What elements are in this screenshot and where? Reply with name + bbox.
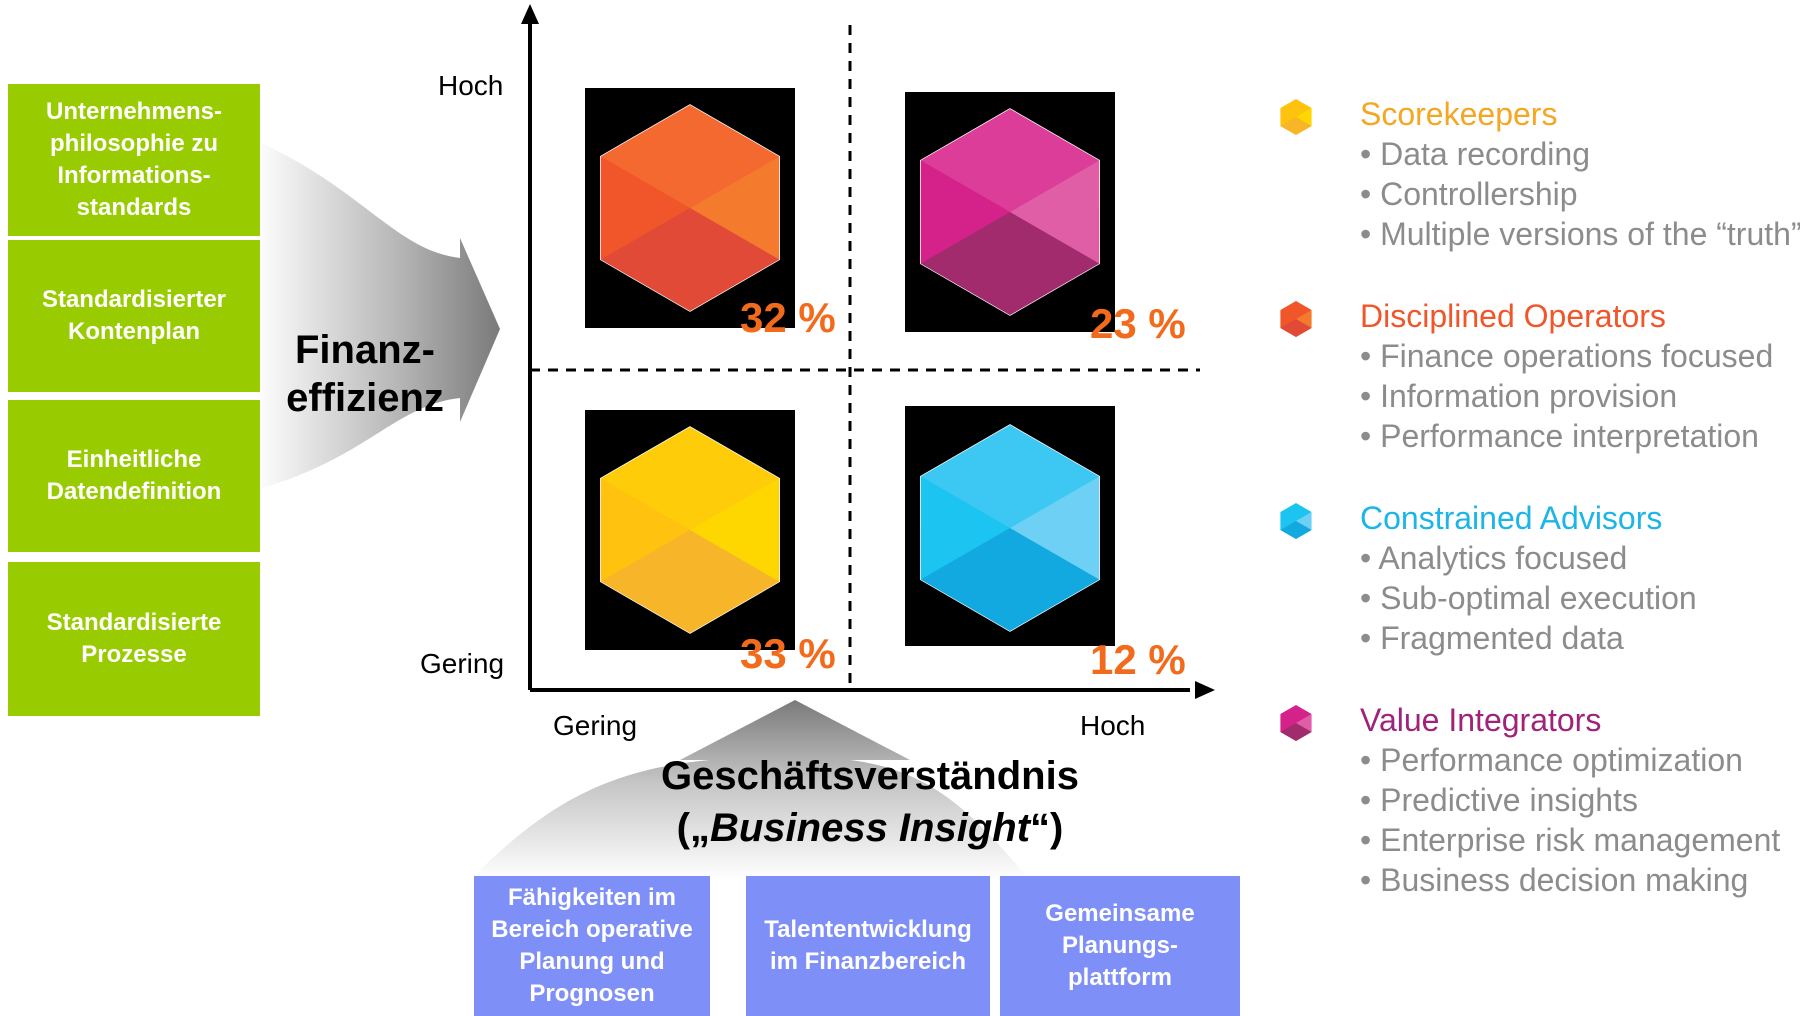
business-insight-line2: („Business Insight“)	[560, 802, 1180, 854]
legend-bullet: • Data recording	[1360, 136, 1590, 172]
yellow-cube-icon	[1279, 98, 1313, 136]
finanzeffizienz-label: Finanz- effizienz	[286, 328, 444, 420]
y-axis-low-label: Gering	[420, 648, 505, 679]
legend-title-disciplined-operators: Disciplined Operators	[1360, 298, 1666, 334]
legend-bullet: • Enterprise risk management	[1360, 822, 1781, 858]
legend-bullet: • Performance optimization	[1360, 742, 1743, 778]
cube-bottom-face	[1280, 723, 1312, 741]
orange-cube	[600, 104, 780, 312]
cube-top-face	[1280, 99, 1312, 117]
cube-bottom-face	[920, 212, 1100, 315]
quadrant-bottom-right	[905, 406, 1115, 646]
legend-bullet: • Fragmented data	[1360, 620, 1624, 656]
cube-top-face	[1280, 301, 1312, 319]
cube-bottom-face	[1280, 319, 1312, 337]
business-insight-prefix: („	[676, 806, 710, 850]
legend-title-constrained-advisors: Constrained Advisors	[1360, 500, 1663, 536]
cube-bottom-face	[1280, 521, 1312, 539]
legend-bullet: • Analytics focused	[1360, 540, 1628, 576]
left-box-informationsstandards: Unternehmens- philosophie zu Information…	[8, 84, 260, 236]
bottom-box-planung: Fähigkeiten im Bereich operative Planung…	[474, 876, 710, 1016]
percent-bottom-right: 12 %	[1090, 636, 1186, 683]
legend-bullet: • Controllership	[1360, 176, 1578, 212]
quadrant-top-right	[905, 92, 1115, 332]
cube-top-face	[1280, 503, 1312, 521]
legend-bullet: • Performance interpretation	[1360, 418, 1759, 454]
percent-top-right: 23 %	[1090, 300, 1186, 347]
legend-bullet: • Finance operations focused	[1360, 338, 1774, 374]
left-box-prozesse: Standardisierte Prozesse	[8, 562, 260, 716]
cube-bottom-face	[600, 530, 780, 633]
quadrant-bottom-left	[585, 410, 795, 650]
legend-bullet: • Sub-optimal execution	[1360, 580, 1697, 616]
left-box-datendefinition: Einheitliche Datendefinition	[8, 400, 260, 552]
legend-bullet: • Information provision	[1360, 378, 1678, 414]
blue-cube-icon	[1279, 502, 1313, 540]
y-axis-arrowhead	[521, 4, 539, 24]
y-axis-high-label: Hoch	[438, 70, 504, 101]
business-insight-line1: Geschäftsverständnis	[661, 754, 1079, 798]
x-axis-arrowhead	[1195, 681, 1215, 699]
legend-title-value-integrators: Value Integrators	[1360, 702, 1602, 738]
business-insight-arrow	[470, 700, 1030, 880]
legend-bullet: • Predictive insights	[1360, 782, 1638, 818]
cube-bottom-face	[920, 528, 1100, 631]
finanzeffizienz-arrow	[255, 140, 500, 490]
legend-bullet: • Multiple versions of the “truth”	[1360, 216, 1800, 252]
legend-bullet: • Business decision making	[1360, 862, 1749, 898]
yellow-cube	[600, 426, 780, 634]
legend-title-scorekeepers: Scorekeepers	[1360, 96, 1558, 132]
magenta-cube-icon	[1279, 704, 1313, 742]
x-axis-low-label: Gering	[553, 710, 638, 741]
percent-top-left: 32 %	[740, 294, 836, 341]
bottom-box-talententwicklung: Talententwicklung im Finanzbereich	[746, 876, 990, 1016]
x-axis-high-label: Hoch	[1080, 710, 1146, 741]
cube-top-face	[1280, 705, 1312, 723]
business-insight-label: Geschäftsverständnis („Business Insight“…	[560, 750, 1180, 854]
percent-bottom-left: 33 %	[740, 630, 836, 677]
magenta-cube	[920, 108, 1100, 316]
blue-cube	[920, 424, 1100, 632]
matrix-axes	[521, 4, 1215, 699]
orange-cube-icon	[1279, 300, 1313, 338]
quadrant-top-left	[585, 88, 795, 328]
left-box-kontenplan: Standardisierter Kontenplan	[8, 240, 260, 392]
cube-bottom-face	[600, 208, 780, 311]
business-insight-italic: Business Insight	[709, 806, 1031, 850]
bottom-box-planungsplattform: Gemeinsame Planungs- plattform	[1000, 876, 1240, 1016]
cube-bottom-face	[1280, 117, 1312, 135]
business-insight-suffix: “)	[1030, 806, 1064, 850]
